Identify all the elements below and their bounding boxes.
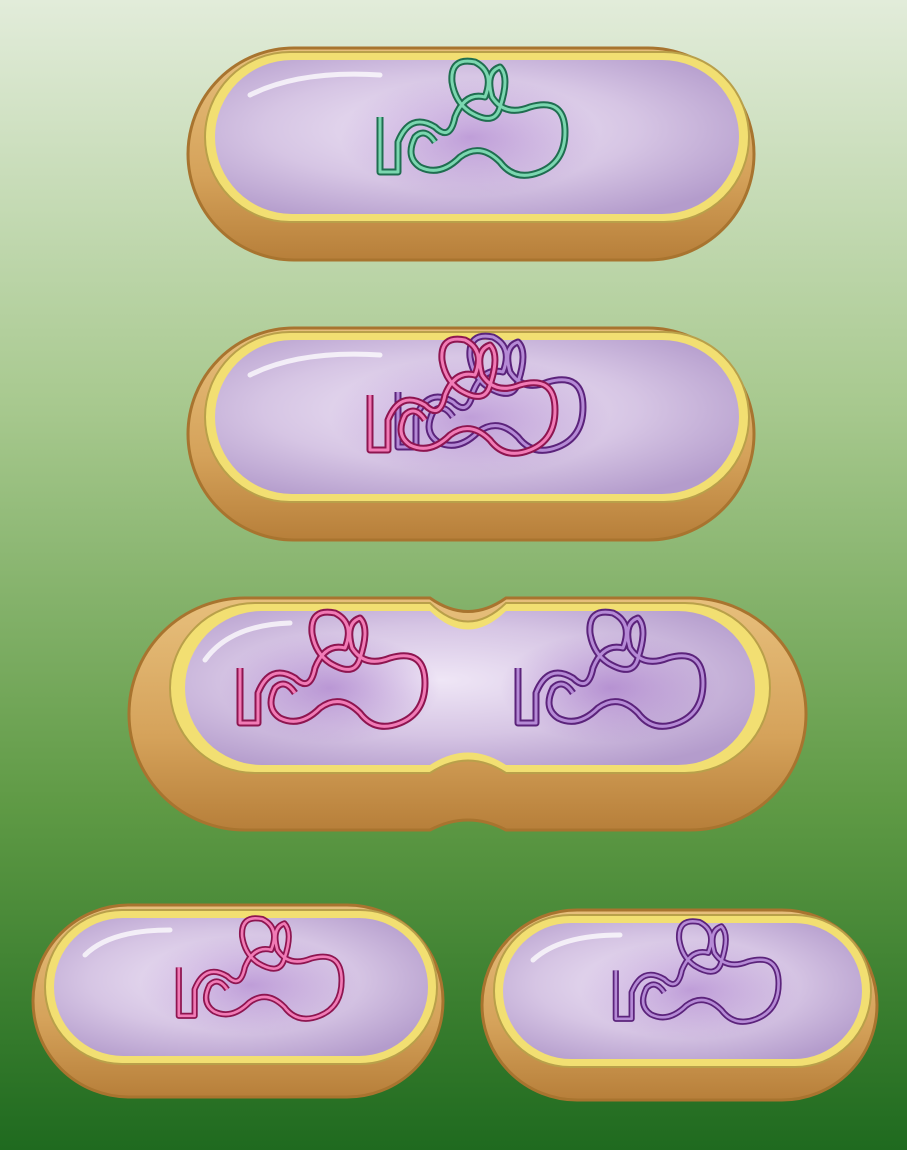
daughter-cell-left [33,905,443,1097]
nucleoid-region [140,935,360,1035]
cell-stage-3-dividing [129,598,806,830]
cell-stage-1 [188,48,754,260]
cell-stage-2 [188,328,754,540]
daughter-cell-right [482,910,877,1100]
